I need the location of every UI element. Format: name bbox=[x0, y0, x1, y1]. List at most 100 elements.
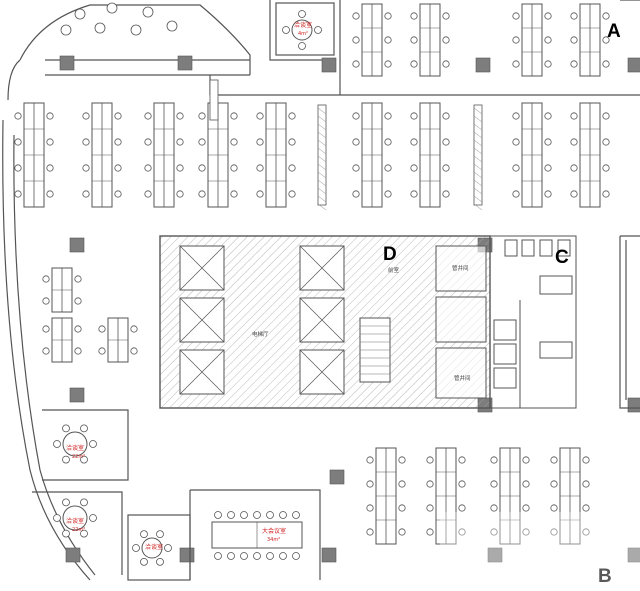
chair bbox=[570, 12, 578, 20]
chair bbox=[352, 36, 360, 44]
chair bbox=[46, 164, 54, 172]
chair bbox=[240, 552, 248, 560]
chair bbox=[114, 138, 122, 146]
chair bbox=[582, 504, 590, 512]
workstation-column bbox=[82, 102, 122, 208]
chair bbox=[14, 190, 22, 198]
chair bbox=[176, 112, 184, 120]
zone-label-b: B bbox=[598, 566, 612, 587]
chair bbox=[80, 529, 88, 538]
chair bbox=[98, 325, 106, 333]
lounge-chair bbox=[166, 20, 178, 32]
chair bbox=[410, 112, 418, 120]
chair bbox=[582, 480, 590, 488]
chair bbox=[384, 112, 392, 120]
lounge-chair bbox=[60, 24, 72, 36]
shelf-hatch bbox=[473, 187, 483, 195]
chair bbox=[198, 164, 206, 172]
column bbox=[59, 55, 75, 71]
column bbox=[321, 57, 337, 73]
workstation-column bbox=[352, 102, 392, 208]
chair bbox=[82, 138, 90, 146]
chair bbox=[602, 164, 610, 172]
chair bbox=[602, 190, 610, 198]
chair bbox=[130, 325, 138, 333]
chair bbox=[602, 138, 610, 146]
chair bbox=[198, 190, 206, 198]
shelf-hatch bbox=[317, 163, 327, 171]
chair bbox=[570, 164, 578, 172]
chair bbox=[266, 511, 274, 519]
chair bbox=[82, 112, 90, 120]
chair bbox=[458, 528, 466, 536]
chair bbox=[512, 60, 520, 68]
shelf-hatch bbox=[317, 123, 327, 131]
column bbox=[627, 397, 640, 413]
chair bbox=[156, 557, 164, 566]
shelf bbox=[473, 104, 483, 206]
chair bbox=[490, 456, 498, 464]
chair bbox=[98, 347, 106, 355]
chair bbox=[144, 112, 152, 120]
shelf-hatch bbox=[473, 171, 483, 179]
chair bbox=[366, 456, 374, 464]
chair bbox=[288, 190, 296, 198]
chair bbox=[426, 456, 434, 464]
chair bbox=[442, 12, 450, 20]
chair bbox=[292, 552, 300, 560]
chair bbox=[42, 325, 50, 333]
workstation-column bbox=[550, 447, 590, 545]
chair bbox=[442, 36, 450, 44]
chair bbox=[352, 60, 360, 68]
chair bbox=[198, 138, 206, 146]
column bbox=[627, 547, 640, 563]
shelf-hatch bbox=[317, 107, 327, 115]
chair bbox=[512, 138, 520, 146]
right-room bbox=[619, 235, 640, 409]
shelf-hatch bbox=[473, 179, 483, 187]
chair bbox=[74, 297, 82, 305]
chair bbox=[288, 164, 296, 172]
chair bbox=[130, 347, 138, 355]
round-table bbox=[141, 537, 163, 559]
chair bbox=[384, 12, 392, 20]
chair bbox=[512, 36, 520, 44]
workstation-column bbox=[144, 102, 184, 208]
chair bbox=[366, 480, 374, 488]
chair bbox=[214, 552, 222, 560]
chair bbox=[352, 12, 360, 20]
chair bbox=[410, 164, 418, 172]
shelf-hatch bbox=[473, 107, 483, 115]
chair bbox=[80, 424, 88, 433]
chair bbox=[442, 112, 450, 120]
chair bbox=[442, 60, 450, 68]
chair bbox=[298, 10, 306, 18]
lounge-chair bbox=[74, 8, 86, 20]
chair bbox=[384, 60, 392, 68]
column bbox=[177, 55, 193, 71]
shelf bbox=[209, 79, 219, 121]
chair bbox=[398, 480, 406, 488]
shelf-hatch bbox=[473, 139, 483, 147]
round-table-set bbox=[132, 530, 172, 566]
meeting-room-left-1 bbox=[42, 409, 129, 481]
shelf-hatch bbox=[317, 147, 327, 155]
equip-room-1-label: 管井间 bbox=[452, 264, 469, 272]
chair bbox=[230, 112, 238, 120]
chair bbox=[279, 511, 287, 519]
chair bbox=[602, 12, 610, 20]
chair bbox=[410, 190, 418, 198]
zone-label-c: C bbox=[555, 247, 569, 268]
chair bbox=[53, 440, 61, 448]
workstation-column bbox=[352, 3, 392, 77]
chair bbox=[53, 514, 61, 522]
chair bbox=[144, 138, 152, 146]
column bbox=[329, 469, 345, 485]
chair bbox=[62, 529, 70, 538]
zone-label-a: A bbox=[607, 21, 621, 42]
chair bbox=[602, 60, 610, 68]
workstation-column bbox=[256, 102, 296, 208]
workstation-column bbox=[366, 447, 406, 545]
chair bbox=[140, 530, 148, 539]
workstation-column bbox=[410, 3, 450, 77]
